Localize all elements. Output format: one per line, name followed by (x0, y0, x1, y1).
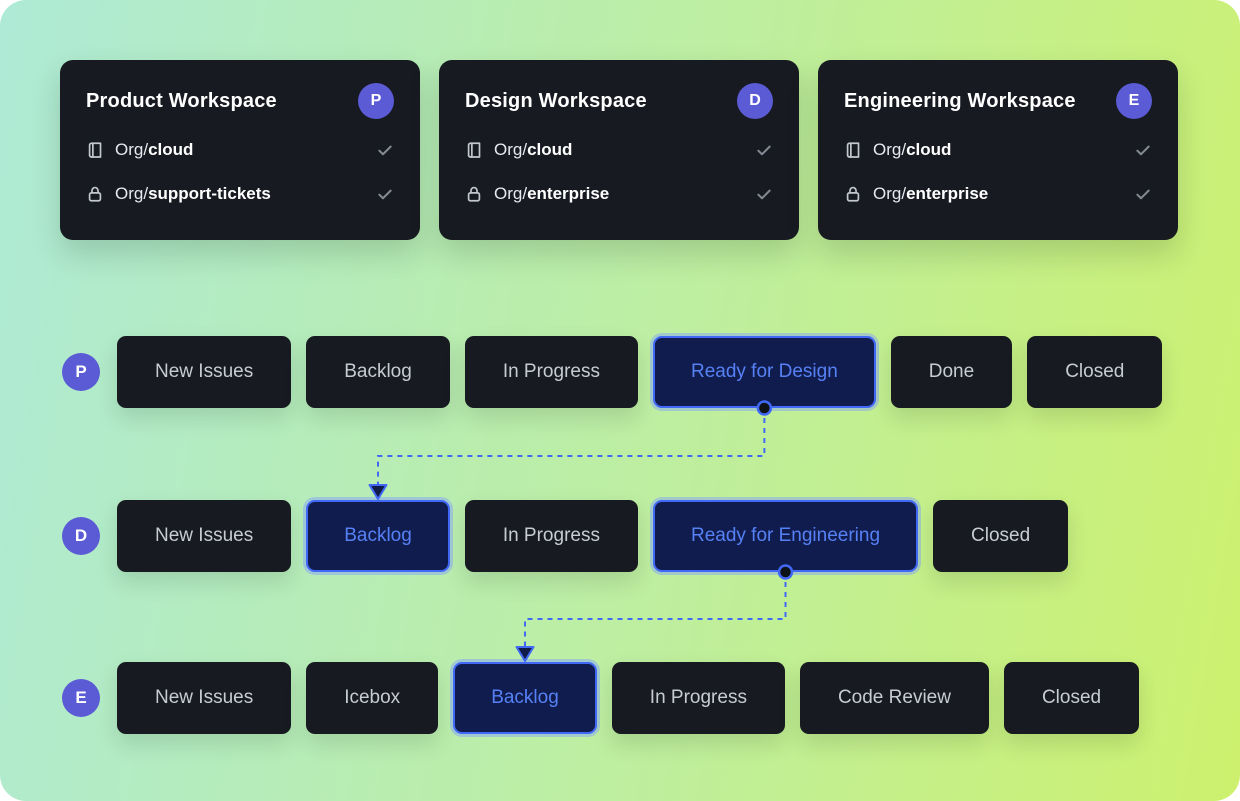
workspace-badge: P (358, 83, 394, 119)
workflow-stage: Code Review (799, 662, 989, 734)
workflow-stage: Backlog (306, 336, 450, 408)
repo-name: enterprise (906, 184, 989, 203)
workflow-stage: Ready for Design (652, 336, 876, 408)
workspace-repo-list: Org/cloud Org/enterprise (465, 128, 773, 216)
workspace-card-header: Product Workspace P (86, 82, 394, 120)
repo-name: cloud (527, 140, 573, 159)
workflow-stage: Done (890, 336, 1013, 408)
repo-book-icon (86, 141, 104, 159)
repo-label: Org/enterprise (494, 184, 609, 204)
repo-name: support-tickets (148, 184, 271, 203)
repo-row: Org/support-tickets (86, 172, 394, 216)
workflow-stage: Closed (933, 500, 1069, 572)
repo-book-icon (465, 141, 483, 159)
lock-icon (465, 185, 483, 203)
workspace-repo-list: Org/cloud Org/enterprise (844, 128, 1152, 216)
repo-label: Org/enterprise (873, 184, 988, 204)
workflow-badge: P (62, 353, 100, 391)
workflow-stage: Icebox (306, 662, 439, 734)
repo-org-prefix: Org/ (873, 184, 907, 203)
workflow-badge: E (62, 679, 100, 717)
check-icon (755, 141, 773, 159)
workflow-stage: Backlog (306, 500, 450, 572)
workspace-card-header: Design Workspace D (465, 82, 773, 120)
check-icon (755, 185, 773, 203)
workflow-stages: New Issues Backlog In Progress Ready for… (117, 336, 1163, 408)
workspace-title: Product Workspace (86, 89, 277, 112)
workspace-card: Product Workspace P Org/cloud Org/suppor… (60, 60, 420, 240)
workspace-cards: Product Workspace P Org/cloud Org/suppor… (60, 60, 1178, 240)
repo-name: enterprise (527, 184, 610, 203)
workspace-card-header: Engineering Workspace E (844, 82, 1152, 120)
repo-row: Org/cloud (465, 128, 773, 172)
repo-org-prefix: Org/ (115, 140, 149, 159)
workspace-repo-list: Org/cloud Org/support-tickets (86, 128, 394, 216)
workspace-card: Engineering Workspace E Org/cloud Org/en… (818, 60, 1178, 240)
workflow-stage: In Progress (611, 662, 785, 734)
workflow-stage: New Issues (117, 500, 292, 572)
repo-row: Org/enterprise (465, 172, 773, 216)
workflow-badge: D (62, 517, 100, 555)
workflow-stage: Closed (1003, 662, 1140, 734)
repo-label: Org/support-tickets (115, 184, 271, 204)
workspace-badge: E (1116, 83, 1152, 119)
repo-org-prefix: Org/ (494, 184, 528, 203)
workflow-stage: New Issues (117, 662, 292, 734)
repo-org-prefix: Org/ (115, 184, 149, 203)
check-icon (1134, 185, 1152, 203)
repo-row: Org/cloud (844, 128, 1152, 172)
workspace-badge: D (737, 83, 773, 119)
repo-name: cloud (148, 140, 194, 159)
repo-label: Org/cloud (873, 140, 951, 160)
repo-row: Org/cloud (86, 128, 394, 172)
repo-org-prefix: Org/ (873, 140, 907, 159)
workflow-stage: Closed (1027, 336, 1163, 408)
workflow-connector-line (377, 408, 766, 487)
workflow-row: D New Issues Backlog In Progress Ready f… (62, 500, 1069, 572)
workspace-card: Design Workspace D Org/cloud Org/enterpr… (439, 60, 799, 240)
repo-org-prefix: Org/ (494, 140, 528, 159)
workflow-stage: In Progress (464, 336, 638, 408)
workflow-stage: New Issues (117, 336, 292, 408)
repo-name: cloud (906, 140, 952, 159)
repo-row: Org/enterprise (844, 172, 1152, 216)
workflow-stage: Ready for Engineering (652, 500, 919, 572)
repo-book-icon (844, 141, 862, 159)
repo-label: Org/cloud (115, 140, 193, 160)
lock-icon (844, 185, 862, 203)
workflow-stage: In Progress (464, 500, 638, 572)
lock-icon (86, 185, 104, 203)
workflow-connector-line (523, 572, 787, 649)
connector-arrowhead-icon (515, 646, 535, 662)
workflow-row: E New Issues Icebox Backlog In Progress … (62, 662, 1140, 734)
check-icon (1134, 141, 1152, 159)
connector-arrowhead-icon (368, 484, 388, 500)
check-icon (376, 141, 394, 159)
workflow-stages: New Issues Icebox Backlog In Progress Co… (117, 662, 1140, 734)
workspace-title: Design Workspace (465, 89, 647, 112)
workflow-row: P New Issues Backlog In Progress Ready f… (62, 336, 1163, 408)
repo-label: Org/cloud (494, 140, 572, 160)
check-icon (376, 185, 394, 203)
workspace-title: Engineering Workspace (844, 89, 1076, 112)
workflow-stage: Backlog (453, 662, 597, 734)
workflow-stages: New Issues Backlog In Progress Ready for… (117, 500, 1069, 572)
